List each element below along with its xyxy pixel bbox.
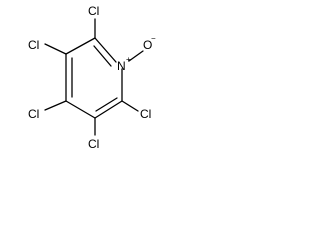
bond-c5-c6-double: [95, 97, 118, 112]
atom-cl-bottom: Cl: [88, 137, 99, 151]
bond-c4-cl: [44, 100, 67, 111]
bond-n-o: [128, 50, 144, 62]
bond-c4-c5: [65, 100, 96, 119]
bond-c3-cl: [44, 43, 67, 55]
atom-cl-right: Cl: [140, 107, 151, 121]
pentachloropyridine-n-oxide-structure: Cl Cl Cl Cl Cl N + O −: [28, 4, 156, 151]
nitrogen-positive-charge: +: [126, 55, 131, 64]
bond-c5-c6: [94, 100, 123, 119]
atom-cl-lower-left: Cl: [28, 107, 39, 121]
atom-cl-top: Cl: [88, 4, 99, 18]
atom-nitrogen: N: [117, 59, 126, 73]
atom-cl-upper-left: Cl: [28, 38, 39, 52]
atom-oxygen: O: [143, 38, 152, 52]
bond-c6-cl: [121, 100, 139, 112]
bond-n-c2: [94, 37, 117, 63]
oxygen-negative-charge: −: [151, 34, 156, 43]
bond-n-c2-double: [93, 45, 112, 67]
bond-c2-c3: [65, 37, 96, 55]
